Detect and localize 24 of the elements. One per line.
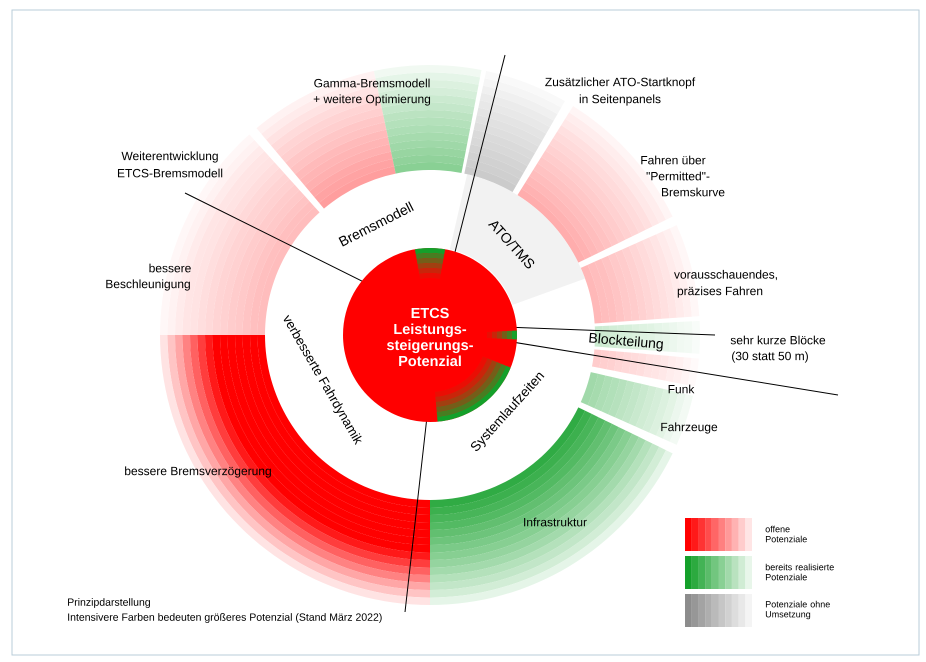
sector-label: ETCS-Bremsmodell (118, 168, 222, 178)
category-label: Blockteilung (589, 332, 664, 352)
sector-label: + weitere Optimierung (314, 94, 430, 106)
sector-label: Fahren über (641, 156, 706, 164)
sector-label: sehr kurze Blöcke (730, 336, 826, 344)
sector-label: Funk (668, 384, 694, 394)
sector-label: präzises Fahren (678, 286, 762, 298)
sector-label: vorausschauendes, (674, 270, 777, 280)
sector-label: (30 statt 50 m) (732, 351, 808, 363)
legend-text: bereits realisierte Potenziale (766, 564, 834, 580)
sector-label: Weiterentwicklung (121, 151, 218, 163)
legend-text: Potenziale ohne Umsetzung (766, 600, 830, 620)
sector-label: Beschleunigung (106, 279, 190, 291)
caption-text: Intensivere Farben bedeuten größeres Potenzial (Stand März 2022) (68, 613, 382, 623)
sector-label: "Permitted"- (646, 172, 710, 180)
sector-label: Infrastruktur (524, 518, 587, 526)
sector-label: bessere (149, 264, 191, 272)
sector-label: Bremskurve (662, 188, 724, 196)
legend-text: offene Potenziale (766, 526, 807, 542)
sector-label: Zusätzlicher ATO-Startknopf (545, 77, 696, 89)
sector-label: Fahrzeuge (661, 422, 718, 434)
sector-label: Gamma-Bremsmodell (314, 78, 430, 88)
caption-text: Prinzipdarstellung (68, 598, 150, 608)
sector-label: in Seitenpanels (580, 94, 661, 106)
